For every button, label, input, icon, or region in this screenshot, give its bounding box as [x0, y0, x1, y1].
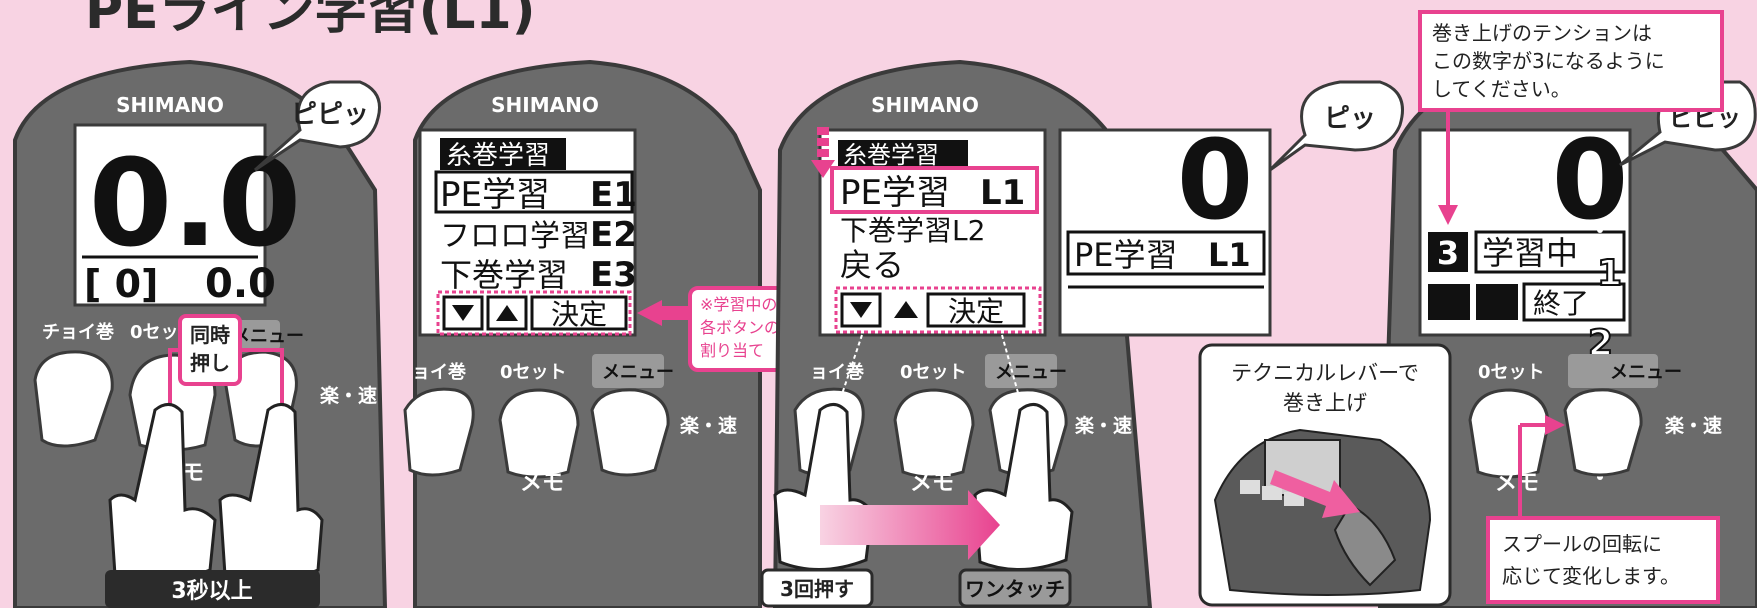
svg-text:してください。: してください。 [1432, 77, 1571, 101]
svg-text:巻き上げのテンションは: 巻き上げのテンションは [1432, 21, 1652, 45]
svg-text:0セット: 0セット [1478, 362, 1545, 383]
tension-note-callout: 巻き上げのテンションは この数字が3になるように してください。 [1418, 10, 1724, 225]
zero-button[interactable] [1468, 388, 1550, 479]
hold-duration-badge: 3秒以上 [105, 570, 320, 608]
brand-logo: SHIMANO [116, 93, 224, 117]
lcd-panel-4: 0 PE学習 L1 ピッ [1058, 80, 1404, 337]
choi-label: チョイ巻 [42, 321, 115, 343]
zero-button[interactable] [498, 388, 580, 479]
menu-button[interactable] [590, 388, 670, 477]
learning-status: 学習中 [1482, 234, 1578, 272]
svg-text:メニュー: メニュー [1610, 362, 1682, 383]
svg-text:押し: 押し [190, 351, 230, 375]
sub-left-value: [ 0] [84, 262, 158, 306]
svg-text:0: 0 [1552, 116, 1629, 244]
menu-item-fluoro: フロロ学習 [440, 219, 590, 254]
svg-text:メモ: メモ [520, 471, 564, 496]
back-item: 戻る [840, 246, 904, 284]
svg-text:テクニカルレバーで: テクニカルレバーで [1231, 361, 1419, 385]
svg-text:ョイ巻: ョイ巻 [412, 361, 467, 383]
right-hand-icon [218, 403, 324, 583]
svg-text:E3: E3 [590, 255, 637, 295]
sub-right-value: 0.0 [205, 261, 276, 307]
transition-arrow-icon [820, 490, 1000, 560]
svg-text:※学習中の: ※学習中の [700, 295, 777, 314]
svg-text:割り当て: 割り当て [700, 341, 764, 360]
lcd-screen [73, 123, 267, 307]
decide-softkey: 決定 [551, 298, 607, 331]
main-value: 0.0 [89, 135, 302, 274]
svg-text:応じて変化します。: 応じて変化します。 [1502, 564, 1680, 588]
svg-text:同時: 同時 [190, 323, 230, 347]
page-title: PEライン学習(L1) [85, 0, 535, 41]
reel-lever-illustration [1213, 428, 1432, 596]
svg-text:糸巻学習: 糸巻学習 [843, 141, 939, 169]
button-assignment-callout: ※学習中の 各ボタンの 割り当て [637, 286, 802, 372]
menu-button[interactable] [1563, 388, 1643, 477]
svg-text:0セット: 0セット [500, 362, 567, 383]
lever-arrow-icon [1270, 470, 1360, 518]
menu-item-pe-selected: PE学習 [840, 173, 950, 213]
svg-text:SHIMANO: SHIMANO [491, 93, 599, 117]
svg-text:L1: L1 [1208, 236, 1251, 274]
menu-item-pe: PE学習 [440, 175, 550, 215]
svg-text:3秒以上: 3秒以上 [171, 579, 252, 604]
zero-button[interactable] [893, 388, 975, 479]
svg-text:ピッ: ピッ [1324, 104, 1376, 134]
one-touch-label: ワンタッチ [965, 577, 1065, 601]
menu-item-under: 下巻学習 [440, 256, 568, 294]
end-softkey: 終了 [1533, 287, 1589, 320]
svg-text:ョイ巻: ョイ巻 [810, 361, 865, 383]
choi-button[interactable] [33, 350, 114, 448]
svg-text:楽・速: 楽・速 [1665, 414, 1722, 437]
reel-panel-1: SHIMANO 0.0 [ 0] 0.0 ピピッ チョイ巻 0セット メニュー … [13, 59, 388, 608]
svg-text:楽・速: 楽・速 [1075, 414, 1132, 437]
reel-panel-3: SHIMANO 糸巻学習 PE学習 L1 下巻学習L2 戻る 決定 ョイ巻 0セ… [760, 59, 1153, 608]
svg-text:スプールの回転に: スプールの回転に [1502, 532, 1662, 556]
svg-text:各ボタンの: 各ボタンの [700, 318, 780, 337]
svg-text:下巻学習L2: 下巻学習L2 [840, 214, 985, 247]
line-count-value: 0 [1177, 116, 1254, 244]
svg-text:E1: E1 [590, 175, 637, 215]
up-arrow-icon [894, 301, 918, 318]
chime-bubble: ピピッ [254, 80, 381, 172]
menu-header: 糸巻学習 [446, 141, 550, 171]
svg-text:メニュー: メニュー [602, 362, 674, 383]
svg-text:楽・速: 楽・速 [680, 414, 737, 437]
chime-bubble: ピッ [1268, 80, 1404, 172]
spool-note-callout: スプールの回転に 応じて変化します。 [1486, 415, 1720, 604]
svg-text:ピピッ: ピピッ [291, 100, 369, 130]
svg-text:メニュー: メニュー [995, 362, 1067, 383]
press-three-times-label: 3回押す [780, 577, 854, 601]
svg-text:L1: L1 [980, 173, 1025, 213]
choi-button[interactable] [403, 387, 475, 477]
svg-text:PE学習: PE学習 [1074, 236, 1178, 274]
svg-text:0セット: 0セット [900, 362, 967, 383]
right-hand-icon [973, 403, 1074, 571]
svg-text:E2: E2 [590, 215, 637, 255]
svg-text:楽・速: 楽・速 [320, 384, 377, 407]
svg-text:メモ: メモ [1495, 471, 1539, 496]
lever-note-panel: テクニカルレバーで 巻き上げ [1198, 343, 1452, 607]
menu-label: メニュー [232, 326, 304, 347]
reel-panel-2: SHIMANO 糸巻学習 PE学習 E1 フロロ学習 E2 下巻学習 E3 決定… [403, 59, 762, 608]
svg-text:巻き上げ: 巻き上げ [1283, 391, 1367, 415]
scroll-down-icon [811, 127, 835, 178]
svg-text:メモ: メモ [910, 471, 954, 496]
svg-text:1: 1 [1597, 253, 1622, 294]
svg-text:決定: 決定 [948, 295, 1004, 328]
svg-text:この数字が3になるように: この数字が3になるように [1432, 49, 1665, 73]
svg-text:SHIMANO: SHIMANO [871, 93, 979, 117]
tension-count-value: 3 [1437, 234, 1459, 272]
